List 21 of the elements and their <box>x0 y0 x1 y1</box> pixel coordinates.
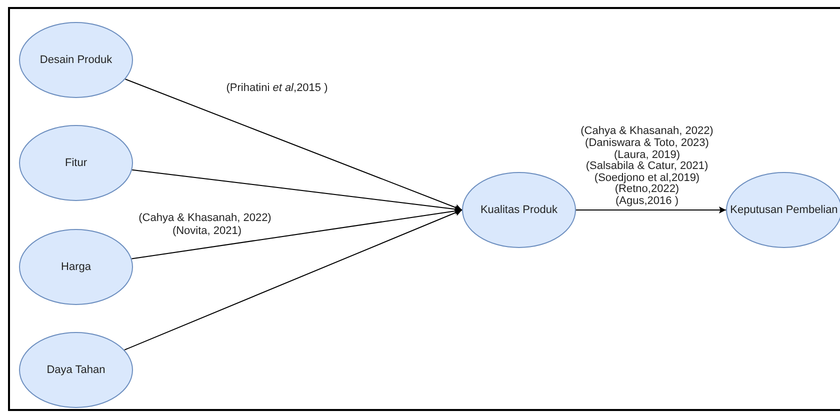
node-label: Harga <box>61 261 91 273</box>
citation-text: (Soedjono et al,2019) <box>594 172 700 184</box>
citation-text: (Cahya & Khasanah, 2022) <box>138 212 272 224</box>
node-label: Kualitas Produk <box>480 204 558 216</box>
citation-text: (Salsabila & Catur, 2021) <box>586 160 708 172</box>
arrow <box>124 209 462 350</box>
citation-text: (Cahya & Khasanah, 2022) <box>580 125 714 137</box>
citation-text: (Laura, 2019) <box>614 149 680 161</box>
arrow <box>124 78 462 211</box>
citation-text: (Prihatini et al,2015 ) <box>226 82 328 94</box>
node-label: Daya Tahan <box>46 364 106 376</box>
node-label: Keputusan Pembelian <box>730 204 838 216</box>
citation-text: (Retno,2022) <box>614 183 680 195</box>
arrow <box>132 169 462 213</box>
node-label: Fitur <box>65 157 87 169</box>
arrow <box>131 208 462 260</box>
citation-text: (Daniswara & Toto, 2023) <box>585 137 709 149</box>
node-label: Desain Produk <box>40 54 112 66</box>
citation-text: (Novita, 2021) <box>172 225 242 237</box>
arrow <box>576 206 726 214</box>
citation-text: (Agus,2016 ) <box>616 195 678 207</box>
